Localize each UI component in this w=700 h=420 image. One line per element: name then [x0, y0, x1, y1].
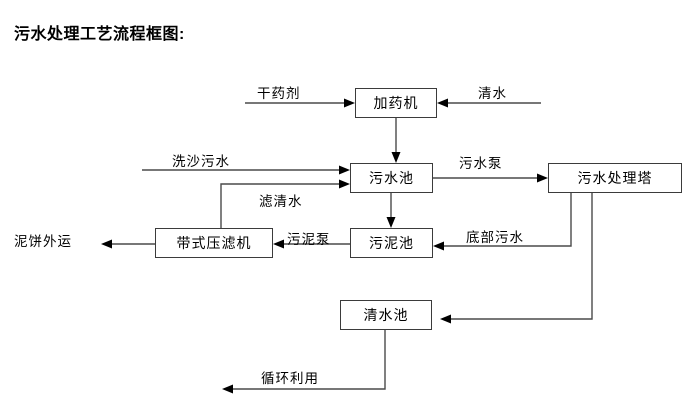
node-label: 清水池: [363, 307, 409, 323]
link-clean-water-to-dosing: [437, 98, 541, 108]
flow-label-clean-water-in: 清水: [478, 86, 507, 101]
link-sewage-pool-to-tower: [433, 173, 548, 183]
flow-label-sewage-pump: 污水泵: [459, 156, 503, 171]
terminal-label-mud-cake-transport: 泥饼外运: [14, 234, 72, 249]
link-dry-reagent-to-dosing: [245, 98, 355, 108]
node-belt-filter-press[interactable]: 带式压滤机: [155, 228, 273, 258]
flow-label-sludge-pump: 污泥泵: [287, 232, 331, 247]
node-sewage-pool[interactable]: 污水池: [350, 163, 433, 193]
node-dosing-machine[interactable]: 加药机: [355, 88, 437, 118]
flow-label-dry-reagent: 干药剂: [257, 86, 301, 101]
link-tower-to-sludge-pool: [433, 193, 572, 251]
link-sewage-pool-to-sludge-pool: [386, 193, 396, 228]
node-label: 污泥池: [369, 235, 414, 251]
node-sewage-treatment-tower[interactable]: 污水处理塔: [548, 163, 682, 193]
link-press-to-mud-cake: [101, 239, 155, 249]
flow-label-bottom-sewage: 底部污水: [466, 230, 524, 245]
page-title: 污水处理工艺流程框图:: [14, 26, 185, 43]
node-label: 污水池: [369, 170, 414, 186]
link-sand-wash-to-sewage-pool: [142, 165, 350, 175]
link-tower-to-clean-water-pool: [440, 193, 593, 324]
flow-label-filtered-water: 滤清水: [259, 194, 303, 209]
link-sludge-pool-to-press: [273, 239, 350, 249]
node-label: 加药机: [373, 95, 419, 111]
node-label: 污水处理塔: [577, 170, 653, 186]
flow-label-sand-wash-sewage: 洗沙污水: [172, 154, 230, 169]
node-clean-water-pool[interactable]: 清水池: [340, 300, 432, 330]
node-label: 带式压滤机: [176, 235, 252, 251]
link-press-to-sewage-pool: [220, 179, 350, 228]
node-sludge-pool[interactable]: 污泥池: [350, 228, 433, 258]
flow-label-recycle-reuse: 循环利用: [261, 371, 319, 386]
link-dosing-to-sewage-pool: [391, 118, 401, 163]
link-clean-water-pool-to-recycle: [222, 330, 386, 394]
